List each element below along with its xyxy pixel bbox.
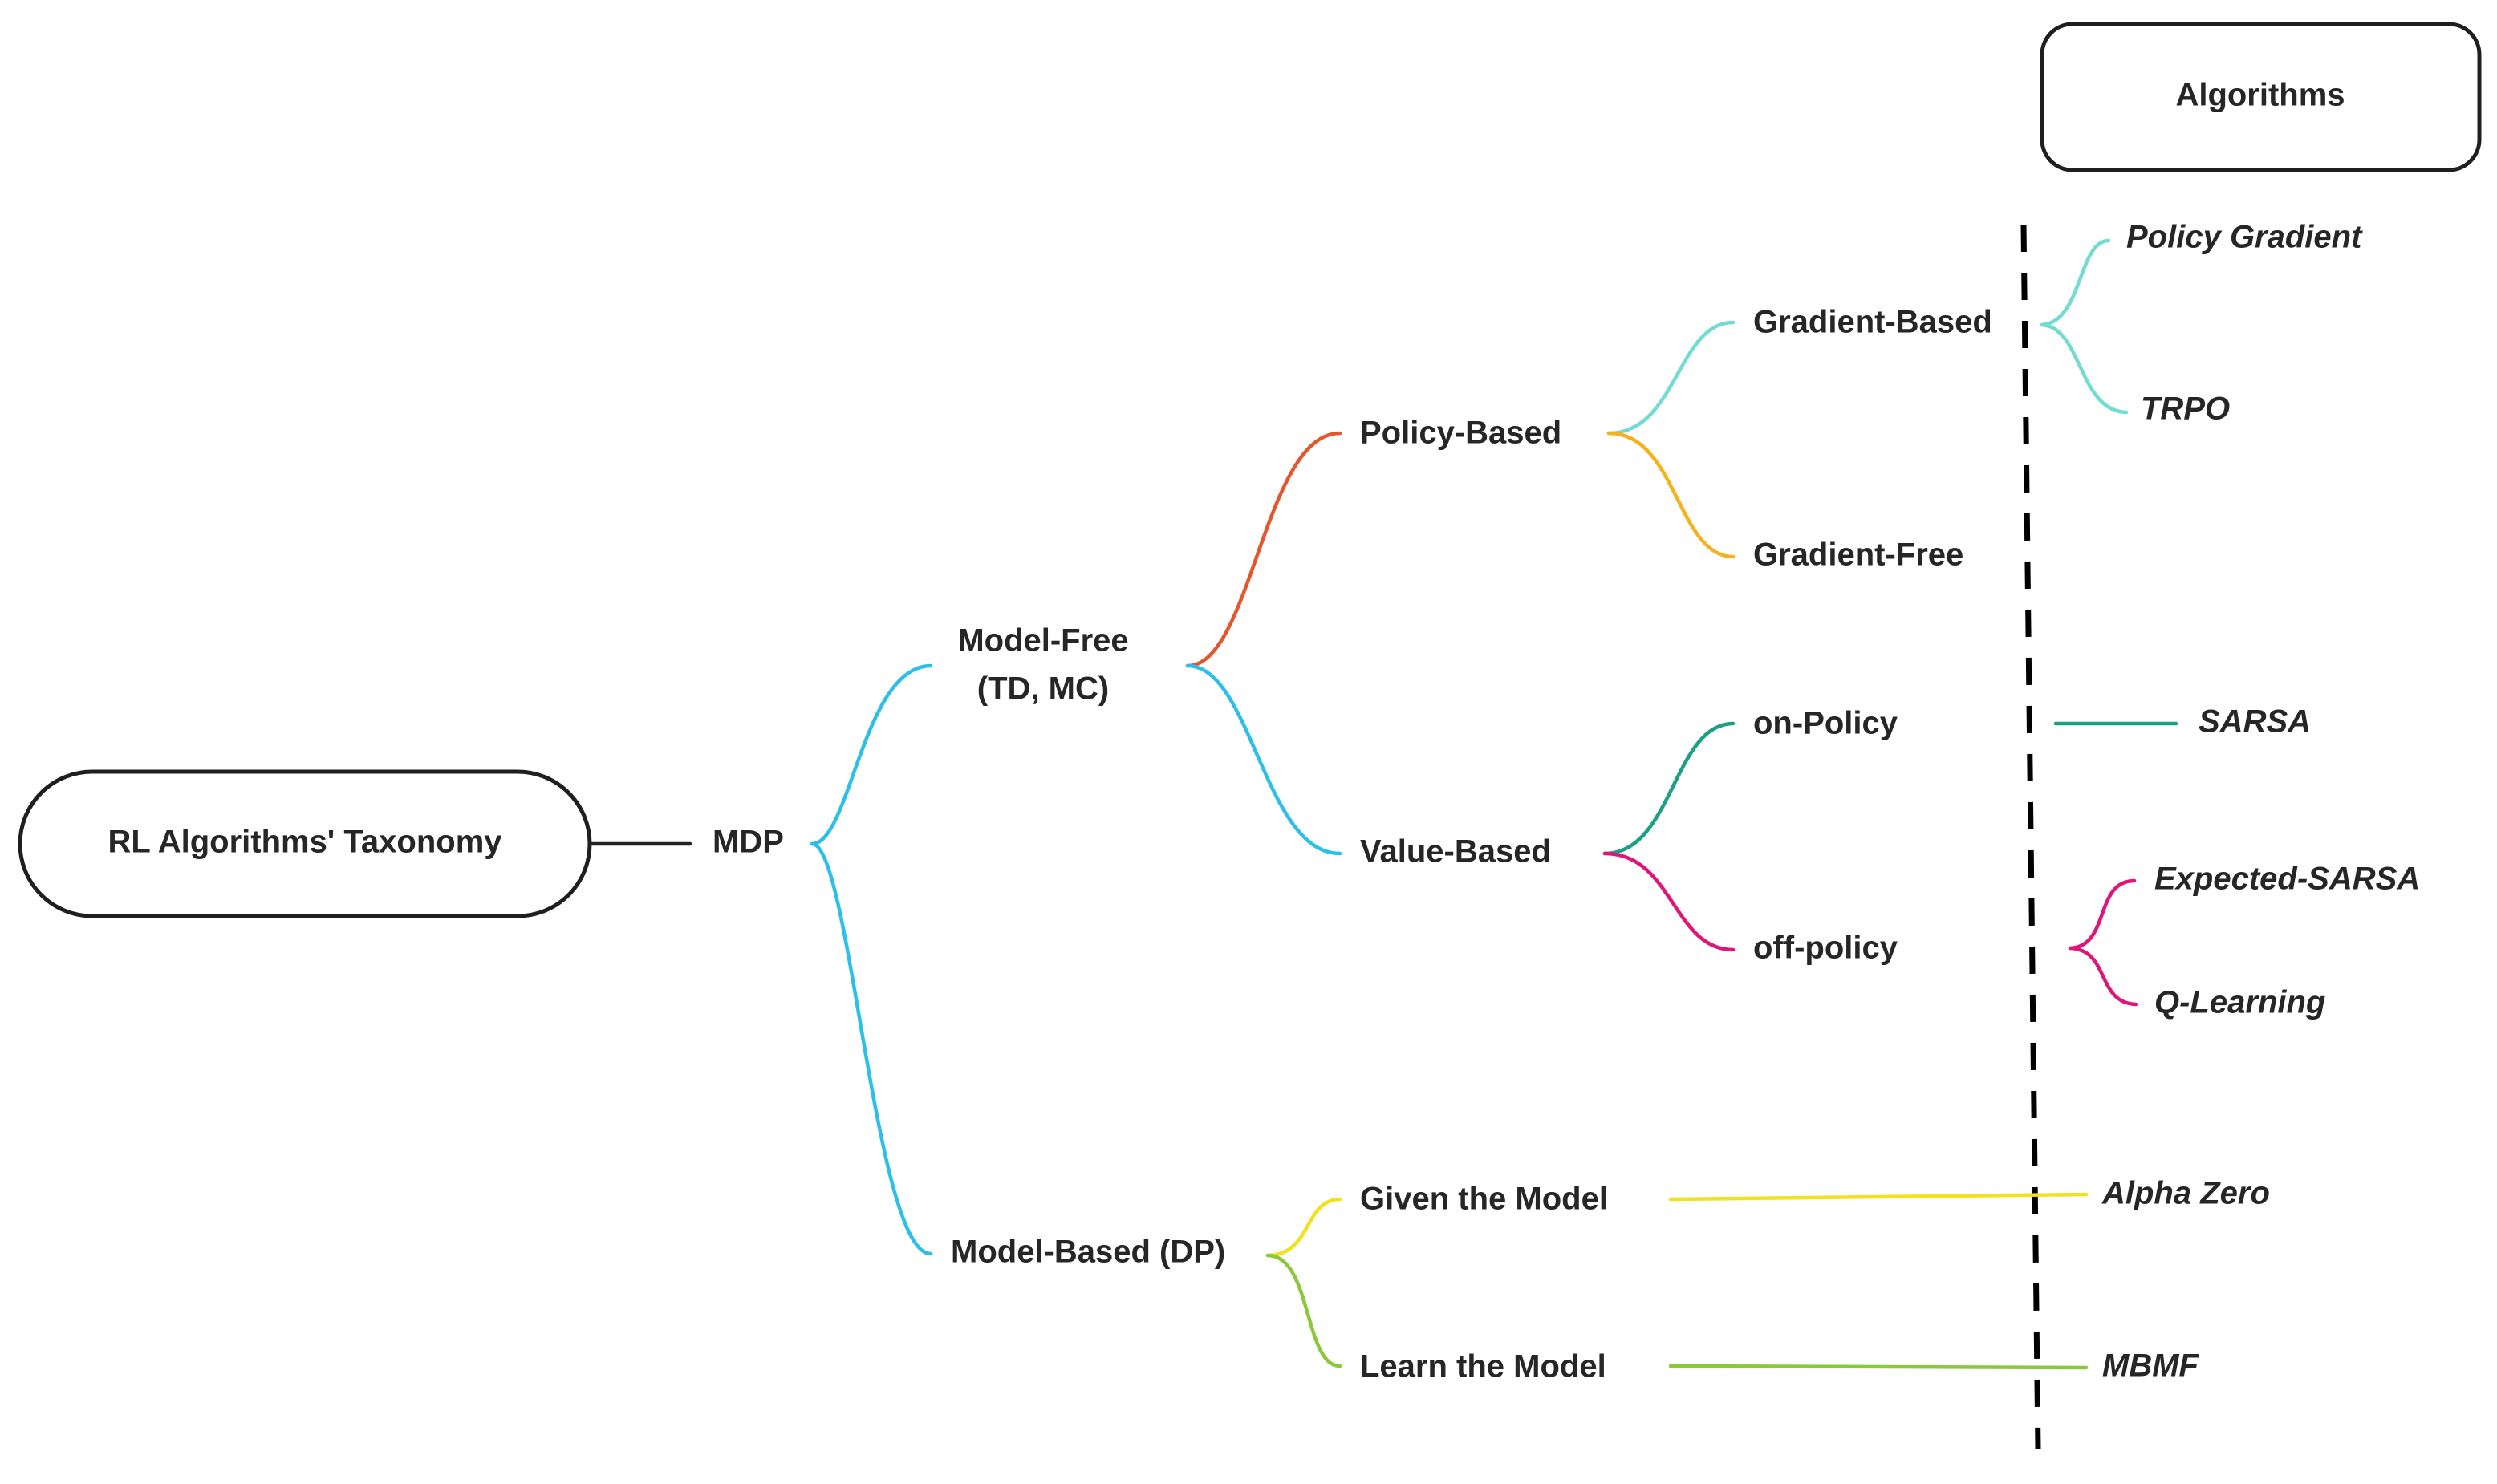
model-free-node-line2: (TD, MC) bbox=[977, 671, 1109, 707]
model-free-node-line1: Model-Free bbox=[957, 623, 1128, 659]
algorithms-header-label: Algorithms bbox=[2175, 78, 2345, 113]
q-learning-algorithm: Q-Learning bbox=[2154, 985, 2325, 1020]
given-the-model-node: Given the Model bbox=[1360, 1182, 1608, 1217]
algorithms-header-box bbox=[2040, 22, 2482, 172]
given-model-to-alpha-zero-link bbox=[1668, 1192, 2089, 1202]
value-based-node: Value-Based bbox=[1360, 834, 1551, 870]
value-to-on-policy-link bbox=[1602, 721, 1736, 856]
root-box bbox=[18, 769, 592, 918]
root-label: RL Algorithms' Taxonomy bbox=[108, 825, 502, 860]
policy-based-node: Policy-Based bbox=[1360, 416, 1561, 451]
model-based-to-learn-link bbox=[1265, 1253, 1342, 1368]
on-policy-node: on-Policy bbox=[1753, 706, 1898, 741]
gradient-based-node: Gradient-Based bbox=[1753, 305, 1992, 340]
policy-to-gradient-based-link bbox=[1606, 320, 1736, 436]
expected-sarsa-algorithm: Expected-SARSA bbox=[2154, 862, 2420, 897]
mdp-to-model-based-link bbox=[810, 841, 933, 1256]
model-free-to-policy-based-link bbox=[1185, 431, 1342, 668]
mdp-to-model-free-link bbox=[810, 663, 933, 846]
off-policy-to-algorithms-bracket bbox=[2068, 878, 2138, 1007]
model-based-to-given-link bbox=[1265, 1197, 1342, 1258]
trpo-algorithm: TRPO bbox=[2141, 391, 2230, 427]
learn-model-to-mbmf-link bbox=[1668, 1364, 2089, 1370]
sarsa-algorithm: SARSA bbox=[2199, 704, 2311, 740]
learn-the-model-node: Learn the Model bbox=[1360, 1349, 1606, 1385]
gradient-based-to-algorithms-bracket bbox=[2040, 238, 2129, 415]
value-to-off-policy-link bbox=[1602, 851, 1736, 952]
mdp-node: MDP bbox=[713, 825, 784, 860]
model-based-node: Model-Based (DP) bbox=[951, 1235, 1225, 1270]
alpha-zero-algorithm: Alpha Zero bbox=[2101, 1176, 2270, 1211]
mbmf-algorithm: MBMF bbox=[2102, 1348, 2200, 1384]
off-policy-node: off-policy bbox=[1753, 931, 1898, 966]
policy-to-gradient-free-link bbox=[1606, 431, 1736, 559]
policy-gradient-algorithm: Policy Gradient bbox=[2126, 220, 2363, 255]
model-free-to-value-based-link bbox=[1185, 663, 1342, 856]
algorithms-divider bbox=[2020, 224, 2041, 1450]
gradient-free-node: Gradient-Free bbox=[1753, 537, 1963, 573]
